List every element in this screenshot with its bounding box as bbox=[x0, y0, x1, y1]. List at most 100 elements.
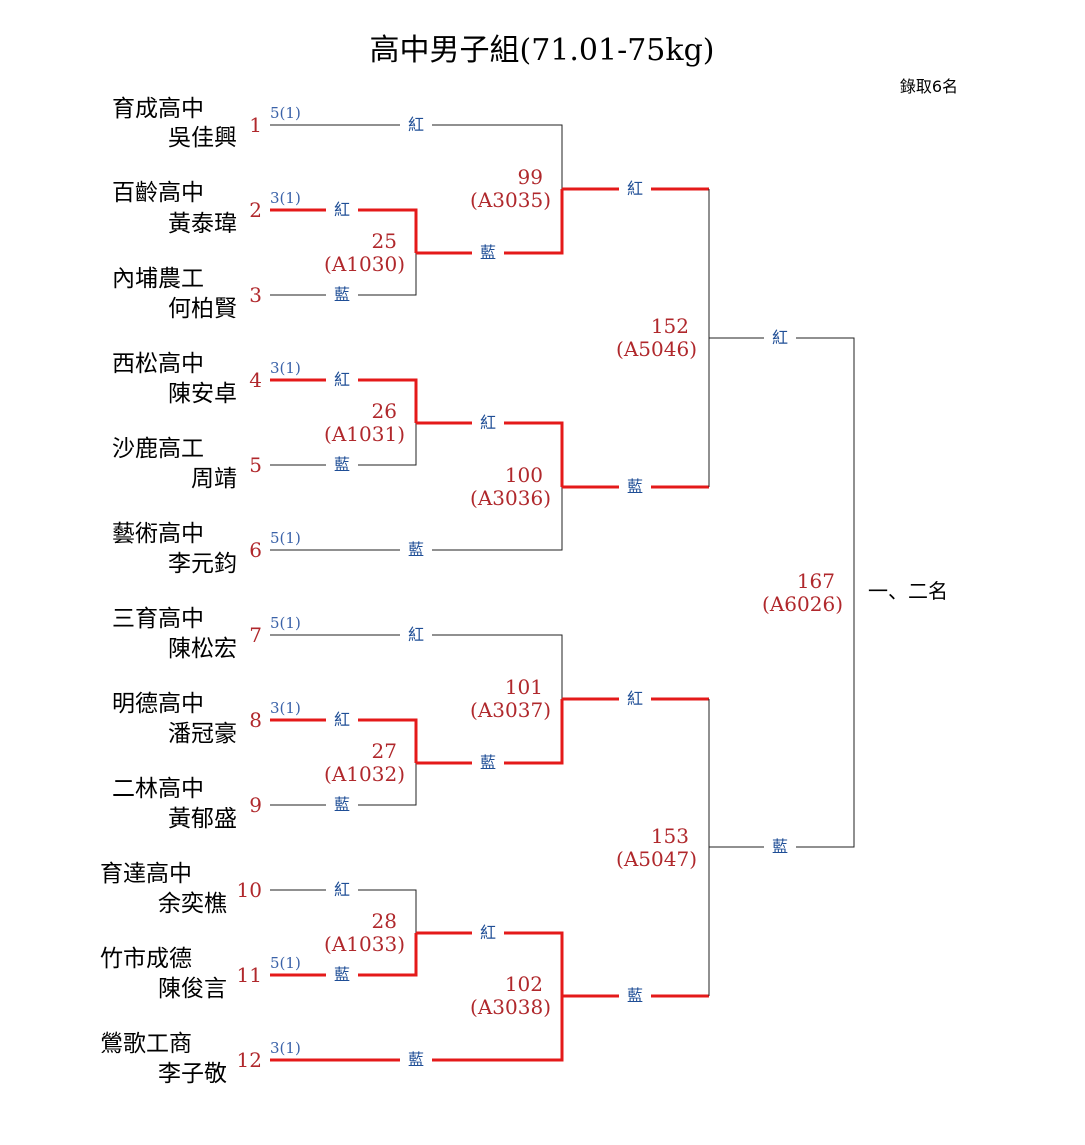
competitor-school: 育成高中 bbox=[112, 96, 204, 122]
competitor-seed: 4 bbox=[249, 368, 262, 392]
competitor-9: 二林高中 黃郁盛 9 bbox=[112, 776, 262, 832]
competitor-name: 陳安卓 bbox=[168, 381, 237, 407]
corner-label: 藍 bbox=[408, 1050, 424, 1069]
final-placement-label: 一、二名 bbox=[868, 579, 948, 603]
corner-label: 紅 bbox=[408, 115, 424, 134]
competitor-school: 三育高中 bbox=[112, 606, 204, 632]
competitor-score: 3(1) bbox=[270, 189, 301, 207]
corner-label: 藍 bbox=[627, 986, 643, 1005]
corner-label: 紅 bbox=[334, 880, 350, 899]
competitor-score: 3(1) bbox=[270, 1039, 301, 1057]
competitor-school: 鶯歌工商 bbox=[100, 1031, 192, 1057]
corner-label: 藍 bbox=[334, 285, 350, 304]
competitor-5: 沙鹿高工 周靖 5 bbox=[112, 436, 262, 492]
corner-label: 紅 bbox=[627, 689, 643, 708]
match-code: (A1031) bbox=[324, 422, 405, 446]
competitor-score: 3(1) bbox=[270, 699, 301, 717]
quota-note: 錄取6名 bbox=[900, 77, 958, 96]
match-code: (A1033) bbox=[324, 932, 405, 956]
branch-line-1 bbox=[270, 124, 563, 189]
competitor-name: 陳俊言 bbox=[158, 976, 227, 1002]
match-code: (A3037) bbox=[470, 698, 551, 722]
match-code: (A5046) bbox=[616, 337, 697, 361]
competitor-10: 育達高中 余奕樵 10 bbox=[100, 861, 262, 917]
competitor-3: 內埔農工 何柏賢 3 bbox=[112, 266, 262, 322]
match-number: 28 bbox=[372, 909, 397, 933]
competitor-school: 竹市成德 bbox=[100, 946, 192, 972]
competitor-seed: 9 bbox=[249, 793, 262, 817]
corner-labels: 紅 紅 藍 紅 藍 藍 紅 紅 藍 紅 藍 藍 藍 紅 藍 紅 紅 藍 bbox=[326, 113, 796, 1070]
branch-line-m27 bbox=[416, 699, 564, 765]
competitor-7: 三育高中 陳松宏 7 5(1) bbox=[112, 606, 301, 662]
corner-label: 紅 bbox=[408, 625, 424, 644]
competitor-score: 5(1) bbox=[270, 614, 301, 632]
competitor-seed: 1 bbox=[249, 113, 262, 137]
competitor-name: 陳松宏 bbox=[168, 636, 237, 662]
competitor-name: 吳佳興 bbox=[168, 125, 237, 151]
match-number: 152 bbox=[651, 314, 689, 338]
corner-label: 藍 bbox=[480, 753, 496, 772]
competitor-school: 育達高中 bbox=[100, 861, 192, 887]
branch-line-12 bbox=[270, 996, 564, 1062]
competitor-school: 沙鹿高工 bbox=[112, 436, 204, 462]
branch-line-5 bbox=[270, 423, 417, 466]
branch-line-11 bbox=[270, 933, 418, 977]
competitor-8: 明德高中 潘冠豪 8 3(1) bbox=[112, 691, 301, 747]
competitor-2: 百齡高中 黃泰瑋 2 3(1) bbox=[112, 180, 301, 237]
branch-line-m28 bbox=[416, 931, 564, 996]
corner-label: 藍 bbox=[334, 965, 350, 984]
branch-line-m152 bbox=[709, 337, 855, 592]
match-number: 25 bbox=[372, 229, 397, 253]
corner-label: 紅 bbox=[334, 370, 350, 389]
branch-line-2 bbox=[270, 208, 418, 253]
competitor-school: 西松高中 bbox=[112, 351, 204, 377]
competitor-1: 育成高中 吳佳興 1 5(1) bbox=[112, 96, 301, 151]
branch-line-10 bbox=[270, 889, 417, 933]
corner-label: 藍 bbox=[408, 540, 424, 559]
competitor-seed: 8 bbox=[249, 708, 262, 732]
branch-line-m25 bbox=[416, 189, 564, 255]
match-code: (A3036) bbox=[470, 486, 551, 510]
corner-label: 藍 bbox=[334, 455, 350, 474]
competitor-name: 余奕樵 bbox=[158, 891, 227, 917]
competitor-school: 內埔農工 bbox=[112, 266, 204, 292]
competitor-seed: 5 bbox=[249, 453, 262, 477]
match-code: (A6026) bbox=[762, 592, 843, 616]
competitor-seed: 11 bbox=[237, 963, 262, 987]
branch-line-m153 bbox=[709, 592, 855, 848]
match-number: 100 bbox=[505, 463, 543, 487]
branch-line-6 bbox=[270, 487, 563, 551]
match-number: 101 bbox=[505, 675, 543, 699]
competitor-seed: 7 bbox=[249, 623, 262, 647]
competitor-6: 藝術高中 李元鈞 6 5(1) bbox=[112, 521, 301, 577]
competitor-school: 二林高中 bbox=[112, 776, 204, 802]
bracket-title: 高中男子組(71.01-75kg) bbox=[370, 33, 715, 68]
match-number: 153 bbox=[651, 824, 689, 848]
match-number: 102 bbox=[505, 972, 543, 996]
competitor-name: 周靖 bbox=[191, 466, 237, 492]
competitor-12: 鶯歌工商 李子敬 12 3(1) bbox=[100, 1031, 301, 1087]
competitor-name: 何柏賢 bbox=[168, 296, 237, 322]
competitor-seed: 12 bbox=[237, 1048, 262, 1072]
competitor-school: 百齡高中 bbox=[112, 180, 204, 206]
competitor-school: 明德高中 bbox=[112, 691, 204, 717]
competitor-name: 李元鈞 bbox=[168, 551, 237, 577]
corner-label: 藍 bbox=[480, 243, 496, 262]
competitor-seed: 2 bbox=[249, 198, 262, 222]
corner-label: 藍 bbox=[772, 837, 788, 856]
competitor-score: 5(1) bbox=[270, 529, 301, 547]
branch-line-9 bbox=[270, 763, 417, 806]
branch-line-7 bbox=[270, 634, 563, 699]
match-labels: 25 (A1030) 26 (A1031) 27 (A1032) 28 (A10… bbox=[324, 165, 843, 1019]
match-number: 167 bbox=[797, 569, 835, 593]
corner-label: 紅 bbox=[480, 413, 496, 432]
corner-label: 藍 bbox=[334, 795, 350, 814]
corner-label: 紅 bbox=[772, 328, 788, 347]
bracket-lines bbox=[270, 124, 855, 1062]
match-code: (A5047) bbox=[616, 847, 697, 871]
match-code: (A3038) bbox=[470, 995, 551, 1019]
branch-line-4 bbox=[270, 378, 418, 423]
competitor-score: 5(1) bbox=[270, 104, 301, 122]
branch-line-3 bbox=[270, 253, 417, 296]
